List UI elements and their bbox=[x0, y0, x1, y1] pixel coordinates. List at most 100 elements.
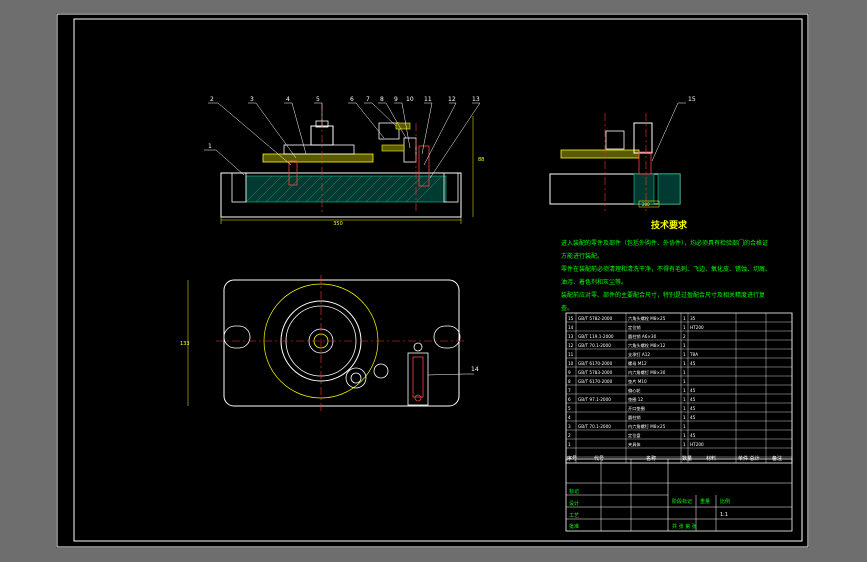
bom-cell: 1 bbox=[683, 325, 686, 330]
bom-cell: 9 bbox=[568, 370, 571, 375]
bom-cell: 3 bbox=[568, 424, 571, 429]
bom-header-cell: 序号 bbox=[567, 455, 577, 462]
bom-cell: 内六角螺钉 M8×30 bbox=[628, 369, 666, 376]
callout-1: 1 bbox=[208, 143, 212, 150]
tech-title: 技术要求 bbox=[651, 219, 688, 231]
bom-cell: 1 bbox=[683, 424, 686, 429]
bom-cell: 8 bbox=[568, 379, 571, 384]
bom-cell: 4 bbox=[568, 415, 571, 420]
tb-label-stage: 阶段标记 bbox=[672, 498, 692, 505]
bom-cell: GB/T 5782-2000 bbox=[578, 316, 613, 321]
inner-frame bbox=[73, 18, 803, 542]
bom-cell: 1 bbox=[683, 379, 686, 384]
bom-cell: 垫片 M10 bbox=[628, 378, 647, 385]
callout-8: 8 bbox=[380, 96, 384, 103]
bom-header-cell: 备注 bbox=[772, 455, 782, 462]
bom-header-cell: 数量 bbox=[682, 455, 692, 462]
tb-label-design: 设计 bbox=[569, 500, 579, 507]
dim-side-small: 200 bbox=[642, 202, 650, 207]
callout-10: 10 bbox=[406, 96, 414, 103]
bom-cell: 夹具体 bbox=[628, 441, 641, 448]
bom-cell: 1 bbox=[683, 352, 686, 357]
bom-cell: 45 bbox=[690, 415, 696, 420]
bom-header-cell: 材料 bbox=[706, 455, 716, 462]
bom-header-cell: 名称 bbox=[646, 455, 656, 462]
bom-cell: 45 bbox=[690, 361, 696, 366]
bom-cell: 1 bbox=[683, 388, 686, 393]
bom-cell: 13 bbox=[568, 334, 574, 339]
bom-cell: 圆柱销 bbox=[628, 414, 641, 421]
dim-front-height: 88 bbox=[478, 157, 484, 163]
bom-cell: 开口垫圈 bbox=[628, 405, 645, 412]
tb-label-weight: 重量 bbox=[700, 498, 710, 505]
tb-label-process: 工艺 bbox=[569, 513, 579, 519]
tech-line-2: 方能进行装配。 bbox=[561, 252, 603, 260]
bom-cell: T8A bbox=[689, 352, 698, 357]
bom-cell: 45 bbox=[690, 433, 696, 438]
bom-cell: 2 bbox=[683, 334, 686, 339]
tb-label-mark: 标记 bbox=[569, 488, 579, 495]
bom-cell: 1 bbox=[683, 316, 686, 321]
bom-cell: GB/T 6170-2000 bbox=[578, 361, 613, 366]
bom-cell: GB/T 70.1-2000 bbox=[578, 424, 611, 429]
bom-cell: 定位盘 bbox=[628, 432, 641, 439]
drawing-sheet: 350 88 bbox=[56, 13, 809, 548]
tech-line-3: 零件在装配前必须清理和清洗干净，不得有毛刺、飞边、氧化皮、锈蚀、切屑、 bbox=[561, 265, 771, 273]
tb-label-approve: 批准 bbox=[569, 523, 579, 530]
bom-cell: 1 bbox=[683, 343, 686, 348]
bom-cell: GB/T 119.1-2000 bbox=[578, 334, 614, 339]
bom-cell: 45 bbox=[690, 388, 696, 393]
bom-cell: 12 bbox=[568, 343, 574, 348]
bom-cell: 15 bbox=[568, 316, 574, 321]
callout-14: 14 bbox=[471, 366, 479, 373]
bom-cell: 偏心轮 bbox=[628, 387, 641, 394]
outer-frame bbox=[56, 13, 809, 548]
bom-cell: 1 bbox=[683, 406, 686, 411]
bom-cell: 内六角螺钉 M8×25 bbox=[628, 423, 666, 430]
front-view: 350 88 bbox=[204, 96, 484, 227]
callout-15: 15 bbox=[688, 96, 696, 103]
tb-label-scale: 比例 bbox=[720, 498, 730, 505]
tb-sheet-count: 共 张 第 张 bbox=[672, 523, 697, 530]
tech-line-6: 查。 bbox=[561, 304, 573, 312]
bom-cell: GB/T 97.1-2000 bbox=[578, 397, 611, 402]
callout-9: 9 bbox=[394, 96, 398, 103]
bom-cell: 6 bbox=[568, 397, 571, 402]
bom-cell: 定位销 bbox=[628, 324, 641, 331]
bom-cell: 35 bbox=[690, 316, 696, 321]
side-view: 15 200 bbox=[549, 96, 696, 211]
bom-cell: 六角头螺栓 M8×25 bbox=[628, 315, 666, 322]
tech-line-1: 进入装配的零件及部件（包括外购件、外协件），均必须具有检验部门的合格证 bbox=[561, 239, 768, 247]
bom-cell: 1 bbox=[683, 433, 686, 438]
bom-header-cell: 代号 bbox=[594, 455, 604, 462]
bom-cell: 螺母 M12 bbox=[628, 360, 647, 367]
tech-line-5: 装配前应对零、部件的主要配合尺寸，特别是过盈配合尺寸及相关精度进行复 bbox=[561, 291, 765, 299]
title-block: 标记 设计 工艺 批准 阶段标记 重量 比例 1:1 共 张 第 张 bbox=[565, 458, 793, 532]
tech-line-4: 油污、着色剂和灰尘等。 bbox=[561, 278, 627, 286]
bom-cell: HT200 bbox=[690, 442, 704, 447]
bom-cell: 45 bbox=[690, 406, 696, 411]
bom-cell: 1 bbox=[568, 442, 571, 447]
bom-cell: 14 bbox=[568, 325, 574, 330]
callout-11: 11 bbox=[424, 96, 432, 103]
callout-5: 5 bbox=[316, 96, 320, 103]
callout-7: 7 bbox=[366, 96, 370, 103]
dim-front-width: 350 bbox=[333, 221, 343, 227]
bom-cell: GB/T 5783-2000 bbox=[578, 370, 613, 375]
bom-cell: GB/T 6170-2000 bbox=[578, 379, 613, 384]
callout-2: 2 bbox=[210, 96, 214, 103]
callout-4: 4 bbox=[286, 96, 290, 103]
bom-cell: 1 bbox=[683, 442, 686, 447]
bom-cell: 1 bbox=[683, 370, 686, 375]
bom-cell: 2 bbox=[568, 433, 571, 438]
callout-6: 6 bbox=[350, 96, 354, 103]
cad-drawing: 350 88 bbox=[56, 13, 809, 548]
bom-cell: HT200 bbox=[690, 325, 704, 330]
plan-view: 133 14 bbox=[180, 275, 479, 411]
bom-cell: 7 bbox=[568, 388, 571, 393]
bom-cell: 11 bbox=[568, 352, 574, 357]
bom-cell: 1 bbox=[683, 397, 686, 402]
bom-cell: 支承钉 A12 bbox=[628, 351, 650, 358]
tb-scale-value: 1:1 bbox=[720, 512, 728, 518]
